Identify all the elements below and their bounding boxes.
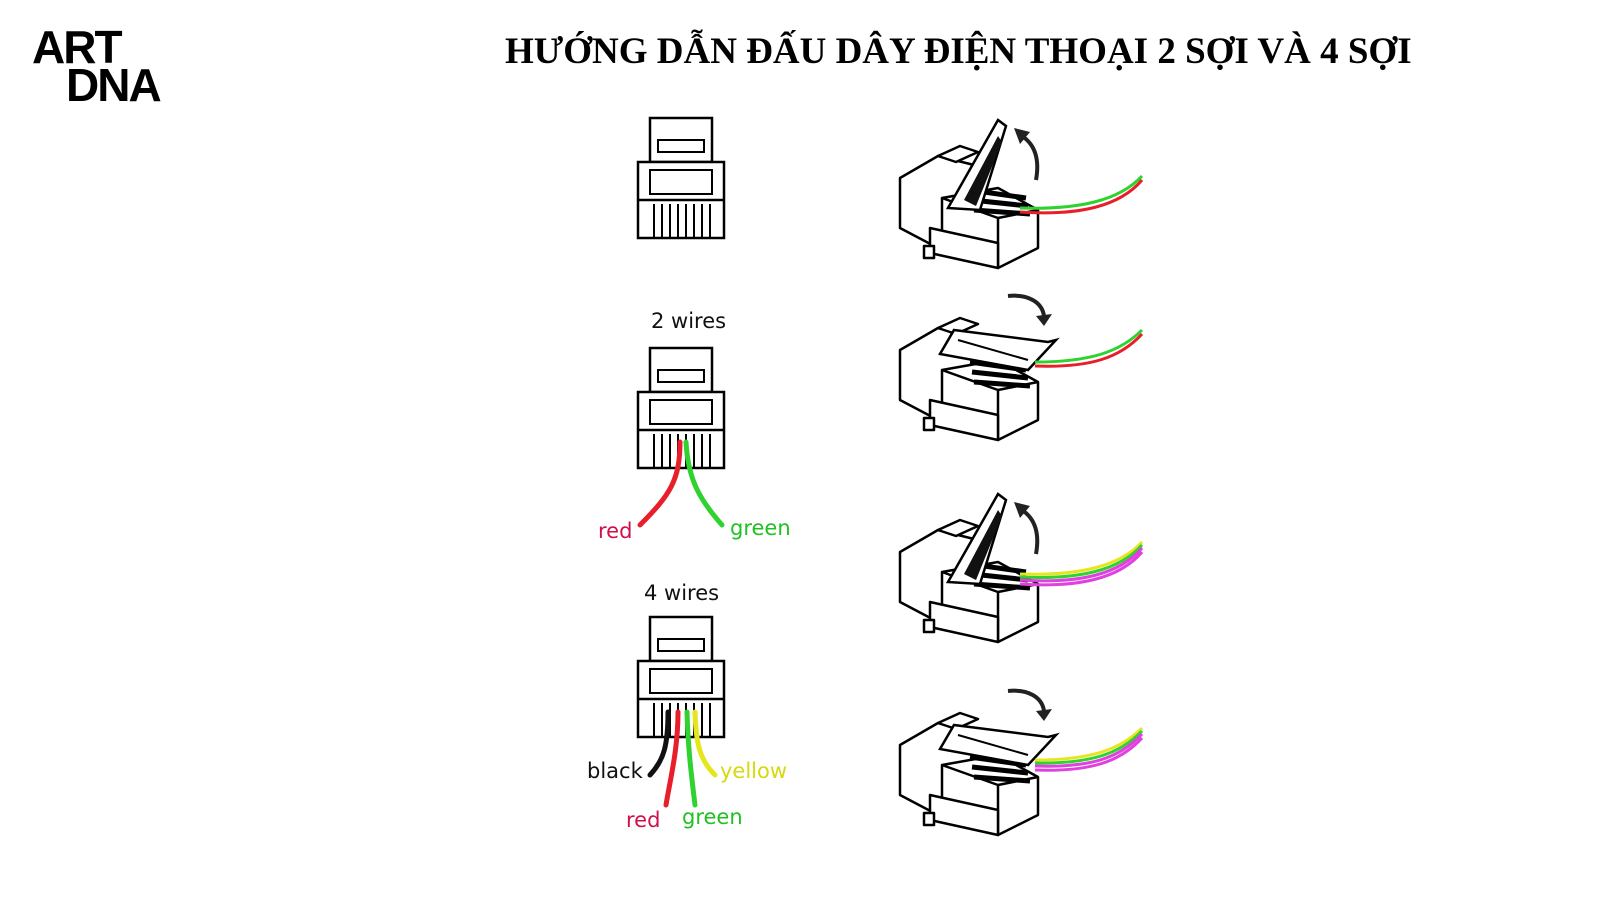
jack-2-wire-closed: [900, 296, 1056, 440]
plug-4-wires: [636, 615, 726, 739]
plug-4-wires-leads: [647, 709, 718, 808]
label-black: black: [587, 759, 643, 783]
jack-2-wire-open-wires: [1019, 174, 1144, 215]
wire-yellow: [692, 709, 718, 778]
artdna-logo: ART DNA: [32, 21, 162, 111]
label-green-4: green: [682, 805, 743, 829]
wire-green: [684, 709, 698, 808]
wire-red: [637, 439, 683, 528]
plug-unwired: [636, 116, 726, 240]
wire-red: [663, 709, 681, 808]
jack-4-wire-closed: [900, 691, 1056, 835]
wire-green: [683, 439, 725, 528]
label-red-4: red: [626, 808, 661, 832]
logo-line-2: DNA: [66, 59, 162, 111]
label-green: green: [730, 516, 791, 540]
label-yellow: yellow: [720, 759, 788, 783]
plug-2-wires-leads: [637, 439, 725, 528]
logo-line-1: ART: [32, 21, 123, 73]
page-title: HƯỚNG DẪN ĐẤU DÂY ĐIỆN THOẠI 2 SỢI VÀ 4 …: [505, 31, 1412, 72]
four-wires-heading: 4 wires: [644, 581, 720, 605]
wire-black: [647, 709, 671, 778]
jack-4-wire-open: [900, 494, 1038, 642]
jack-4-wire-closed-wires: [1034, 726, 1144, 772]
jack-2-wire-open: [900, 120, 1038, 268]
jack-2-wire-closed-wires: [1034, 328, 1144, 368]
two-wires-heading: 2 wires: [651, 309, 727, 333]
label-red: red: [598, 519, 633, 543]
jack-4-wire-open-wires: [1019, 540, 1144, 587]
